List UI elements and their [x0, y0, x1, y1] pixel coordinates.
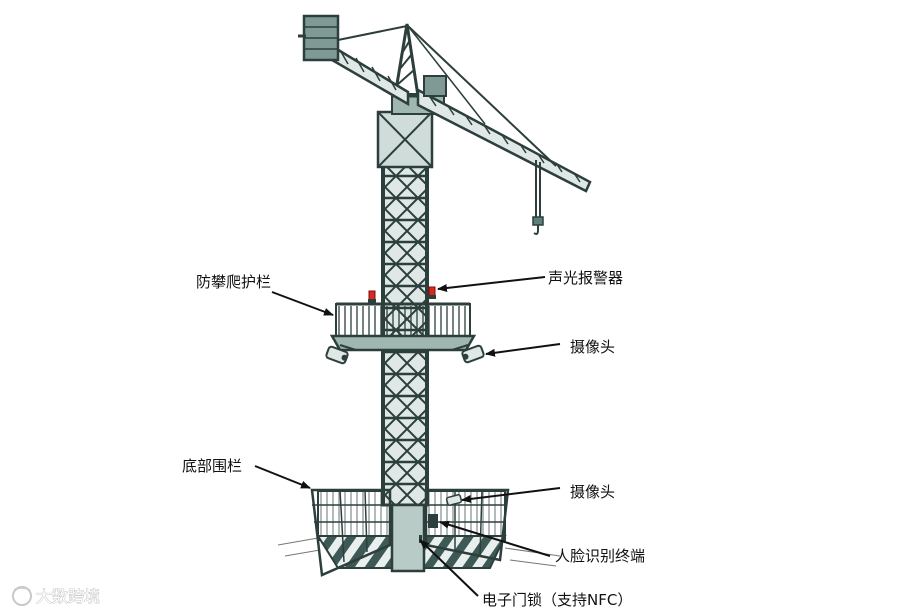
operator-platform: [329, 302, 477, 352]
watermark-text: 大数跨境: [36, 587, 100, 606]
arrow-guard-rail: [271, 291, 334, 316]
label-guard-rail: 防攀爬护栏: [196, 273, 271, 291]
arrow-alarm: [437, 276, 546, 292]
label-door-lock: 电子门锁（支持NFC）: [482, 591, 632, 609]
base-fence-front: [310, 488, 510, 577]
annotation-arrows: [254, 276, 561, 597]
counter-jib: [298, 14, 410, 107]
arrow-camera-bottom: [461, 487, 561, 503]
watermark: 大数跨境: [12, 586, 100, 606]
arrow-camera-top: [485, 343, 561, 357]
arrow-base-fence: [254, 465, 311, 489]
label-face-terminal: 人脸识别终端: [555, 547, 645, 565]
camera-base-icon: [445, 494, 463, 506]
camera-left-icon: [325, 345, 349, 365]
label-camera-bottom: 摄像头: [570, 483, 615, 501]
arrow-face-terminal: [439, 520, 551, 557]
label-alarm: 声光报警器: [548, 269, 623, 287]
main-jib: [407, 25, 592, 193]
crane-hook: [532, 160, 544, 235]
camera-right-icon: [461, 344, 485, 364]
arrow-door-lock: [419, 539, 479, 597]
alarm-light-right-icon: [428, 286, 436, 299]
label-base-fence: 底部围栏: [182, 457, 242, 475]
face-terminal-icon: [428, 514, 438, 528]
ground-lines: [277, 537, 561, 567]
label-camera-top: 摄像头: [570, 338, 615, 356]
alarm-light-left-icon: [368, 290, 376, 303]
watermark-logo-icon: [12, 586, 32, 606]
base-door: [390, 503, 426, 573]
